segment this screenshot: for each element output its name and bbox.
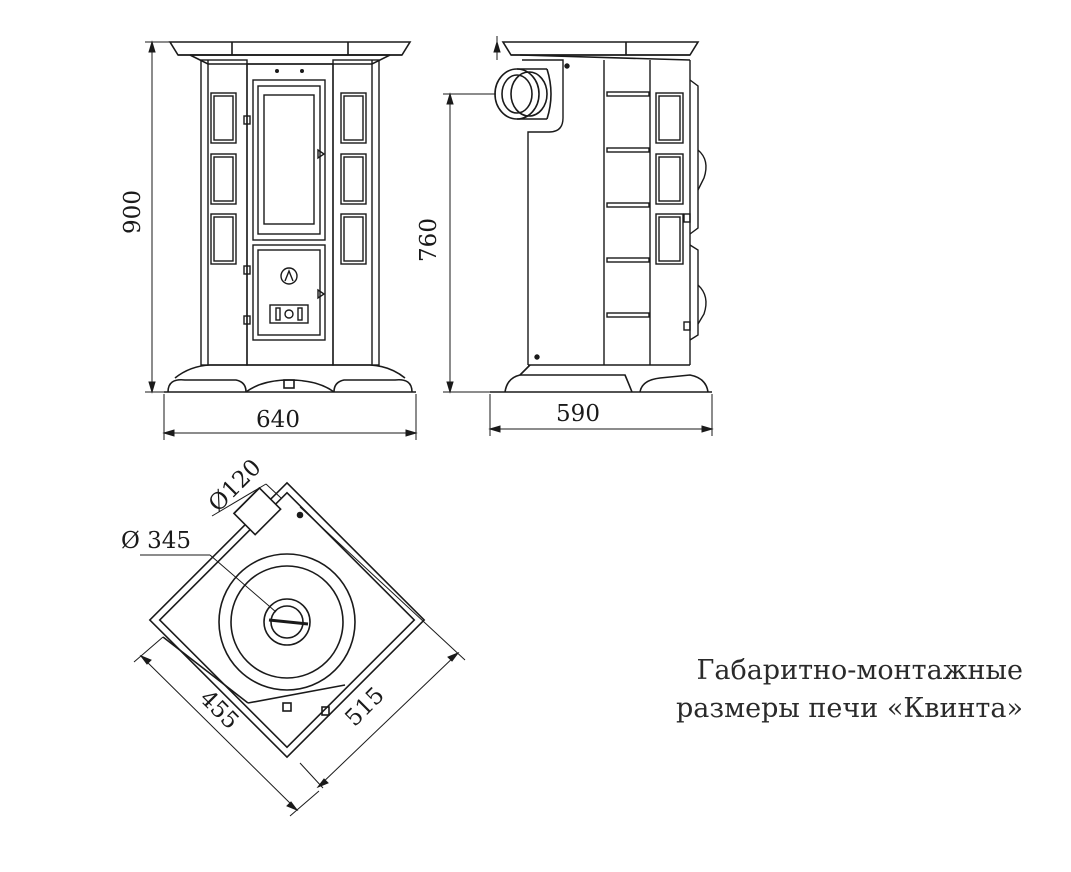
side-base: [490, 364, 712, 393]
drawing-caption: Габаритно-монтажные размеры печи «Квинта…: [553, 652, 1023, 728]
front-view: 900 640: [120, 40, 418, 440]
label-side-flue-height: 760: [416, 218, 442, 262]
label-side-depth: 590: [556, 401, 600, 427]
caption-line-1: Габаритно-монтажные: [696, 655, 1023, 686]
dim-corner-side-b: [299, 506, 466, 789]
dim-side-depth: [488, 394, 714, 436]
dim-corner-side-a: [133, 636, 320, 817]
dim-side-flue-height: [443, 36, 503, 394]
label-front-height: 900: [120, 190, 146, 234]
label-cooktop-diameter: Ø 345: [121, 528, 191, 554]
dim-flue-diameter: [211, 483, 282, 517]
side-top-cap: [501, 41, 700, 61]
dim-front-height: [145, 40, 172, 394]
label-front-width: 640: [256, 407, 300, 433]
dim-front-width: [162, 394, 418, 440]
side-flue-pipe: [494, 68, 552, 120]
dim-cooktop-diameter: [140, 554, 277, 613]
front-side-pillars: [200, 59, 380, 366]
front-central-body: [246, 63, 334, 366]
side-body: [522, 59, 707, 366]
top-view-body: [148, 481, 426, 759]
caption-line-2: размеры печи «Квинта»: [675, 693, 1023, 724]
side-view: 760 590: [416, 36, 714, 436]
top-view: Ø 345 Ø120 455 515: [121, 454, 466, 817]
front-base: [164, 364, 416, 393]
